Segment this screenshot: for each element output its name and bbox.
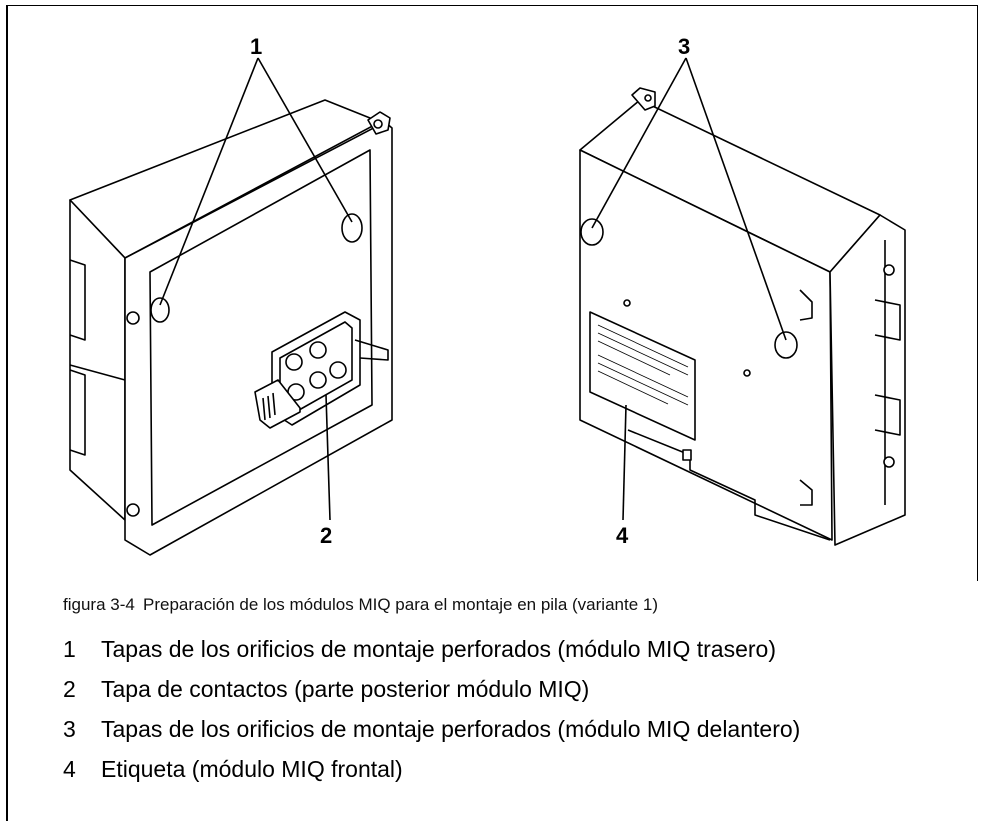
legend-number: 4 bbox=[63, 756, 76, 782]
caption-number: figura 3-4 bbox=[63, 595, 135, 614]
leader-3b bbox=[685, 57, 787, 341]
leader-1b bbox=[257, 57, 353, 223]
callout-4: 4 bbox=[616, 523, 629, 548]
legend-item: 1 Tapas de los orificios de montaje perf… bbox=[63, 636, 800, 676]
caption-text: Preparación de los módulos MIQ para el m… bbox=[143, 595, 658, 614]
callout-1: 1 bbox=[250, 34, 262, 59]
callout-3: 3 bbox=[678, 34, 690, 59]
legend-number: 3 bbox=[63, 716, 76, 742]
legend-text: Tapas de los orificios de montaje perfor… bbox=[101, 636, 776, 662]
right-module-drawing bbox=[579, 87, 906, 546]
legend-text: Tapa de contactos (parte posterior módul… bbox=[101, 676, 590, 702]
leader-3a bbox=[591, 57, 687, 229]
legend-number: 1 bbox=[63, 636, 76, 662]
callout-2: 2 bbox=[320, 523, 332, 548]
leader-1a bbox=[159, 57, 259, 306]
legend-text: Etiqueta (módulo MIQ frontal) bbox=[101, 756, 403, 782]
legend-item: 3 Tapas de los orificios de montaje perf… bbox=[63, 716, 800, 756]
legend-item: 2 Tapa de contactos (parte posterior mód… bbox=[63, 676, 800, 716]
leader-4 bbox=[622, 404, 627, 521]
figure-caption: figura 3-4 Preparación de los módulos MIQ… bbox=[63, 595, 658, 615]
legend-text: Tapas de los orificios de montaje perfor… bbox=[101, 716, 801, 742]
leader-2 bbox=[325, 394, 331, 521]
left-module-drawing bbox=[69, 99, 393, 556]
legend-item: 4 Etiqueta (módulo MIQ frontal) bbox=[63, 756, 800, 796]
left-rule bbox=[6, 5, 8, 821]
module-illustration: 1 2 3 4 bbox=[69, 34, 906, 556]
legend-number: 2 bbox=[63, 676, 76, 702]
legend-list: 1 Tapas de los orificios de montaje perf… bbox=[63, 636, 800, 796]
